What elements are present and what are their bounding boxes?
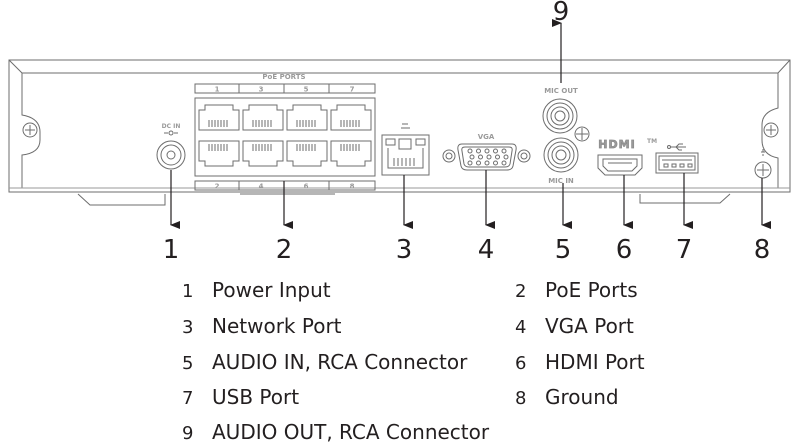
poe-port-number: 7	[350, 86, 355, 94]
vga-pin	[484, 160, 490, 166]
mic-out-label: MIC OUT	[544, 87, 578, 95]
poe-port-number: 4	[259, 183, 264, 191]
hdmi-port-icon	[597, 154, 643, 176]
vga-pin	[495, 154, 500, 160]
legend-item: 3 Network Port	[182, 314, 342, 338]
vga-pin	[476, 160, 481, 166]
poe-port-icon	[286, 104, 328, 131]
callout-number: 4	[478, 235, 495, 265]
legend-label: AUDIO OUT, RCA Connector	[212, 420, 490, 444]
legend-num: 7	[182, 388, 194, 409]
legend-label: HDMI Port	[545, 350, 645, 374]
mounting-screw-left-icon	[22, 122, 38, 138]
legend-item: 8 Ground	[515, 385, 619, 409]
poe-ports-block	[194, 97, 376, 177]
poe-port-icon	[198, 104, 240, 131]
vga-pin	[501, 148, 507, 154]
legend-item: 7 USB Port	[182, 385, 299, 409]
poe-port-number-strip-top	[194, 83, 376, 94]
audio-out-rca-icon	[542, 98, 578, 134]
legend-label: Power Input	[212, 278, 331, 302]
usb-port-icon	[655, 152, 699, 174]
hdmi-trademark: TM	[647, 138, 657, 145]
callout-number: 8	[754, 235, 771, 265]
poe-port-icon	[198, 140, 240, 167]
legend-num: 2	[515, 281, 527, 302]
legend-item: 4 VGA Port	[515, 314, 634, 338]
legend-num: 6	[515, 353, 527, 374]
vga-pin	[501, 160, 507, 166]
legend-label: Ground	[545, 385, 619, 409]
legend-num: 1	[182, 281, 194, 302]
legend-num: 3	[182, 317, 194, 338]
ground-symbol-icon	[761, 149, 765, 156]
legend-label: AUDIO IN, RCA Connector	[212, 350, 468, 374]
callout-number: 7	[676, 235, 693, 265]
legend-label: USB Port	[212, 385, 300, 409]
ground-screw-icon	[754, 161, 772, 179]
vga-pin	[478, 154, 483, 160]
legend-item: 9 AUDIO OUT, RCA Connector	[182, 420, 489, 444]
legend-item: 1 Power Input	[182, 278, 331, 302]
callout-number: 2	[276, 235, 293, 265]
network-port-icon	[381, 123, 430, 176]
poe-port-number: 6	[304, 183, 309, 191]
poe-ports-label: PoE PORTS	[262, 73, 305, 81]
vga-pin	[467, 148, 473, 154]
vga-pin	[469, 154, 475, 160]
legend-item: 5 AUDIO IN, RCA Connector	[182, 350, 467, 374]
vga-pin	[484, 148, 490, 154]
dc-in-label: DC IN	[162, 123, 181, 130]
poe-port-icon	[242, 140, 284, 167]
chassis	[8, 59, 791, 206]
legend-label: Network Port	[212, 314, 342, 338]
mounting-screw-right-icon	[763, 122, 779, 138]
vga-pin	[467, 160, 473, 166]
legend-label: PoE Ports	[545, 278, 638, 302]
vga-pin	[503, 154, 509, 160]
poe-port-number-strip-bottom	[194, 180, 376, 191]
poe-port-number: 8	[350, 183, 355, 191]
poe-port-number: 5	[304, 86, 309, 94]
usb-symbol-icon	[667, 143, 686, 151]
poe-port-number: 2	[215, 183, 220, 191]
power-input-jack-icon	[156, 130, 186, 170]
legend-item: 2 PoE Ports	[515, 278, 638, 302]
callout-number: 9	[553, 0, 570, 27]
legend-num: 5	[182, 353, 194, 374]
poe-port-icon	[330, 104, 372, 131]
callout-number: 1	[163, 235, 180, 265]
hdmi-logo: HDMI	[598, 138, 635, 151]
vga-pin	[476, 148, 481, 154]
legend-num: 8	[515, 388, 527, 409]
legend-item: 6 HDMI Port	[515, 350, 645, 374]
vga-label: VGA	[478, 133, 495, 141]
callout-number: 5	[555, 235, 572, 265]
legend-num: 4	[515, 317, 527, 338]
vga-port-icon	[442, 143, 531, 171]
chassis-screw-icon	[574, 126, 590, 142]
mic-in-label: MIC IN	[548, 177, 574, 185]
poe-port-icon	[330, 140, 372, 167]
audio-in-rca-icon	[543, 137, 579, 173]
callout-number: 6	[616, 235, 633, 265]
legend-num: 9	[182, 423, 194, 444]
poe-port-icon	[242, 104, 284, 131]
vga-pin	[493, 148, 498, 154]
vga-pin	[486, 154, 492, 160]
callout-number: 3	[396, 235, 413, 265]
poe-port-icon	[286, 140, 328, 167]
poe-port-number: 3	[259, 86, 264, 94]
vga-pin	[493, 160, 498, 166]
legend-label: VGA Port	[545, 314, 634, 338]
poe-port-number: 1	[215, 86, 220, 94]
